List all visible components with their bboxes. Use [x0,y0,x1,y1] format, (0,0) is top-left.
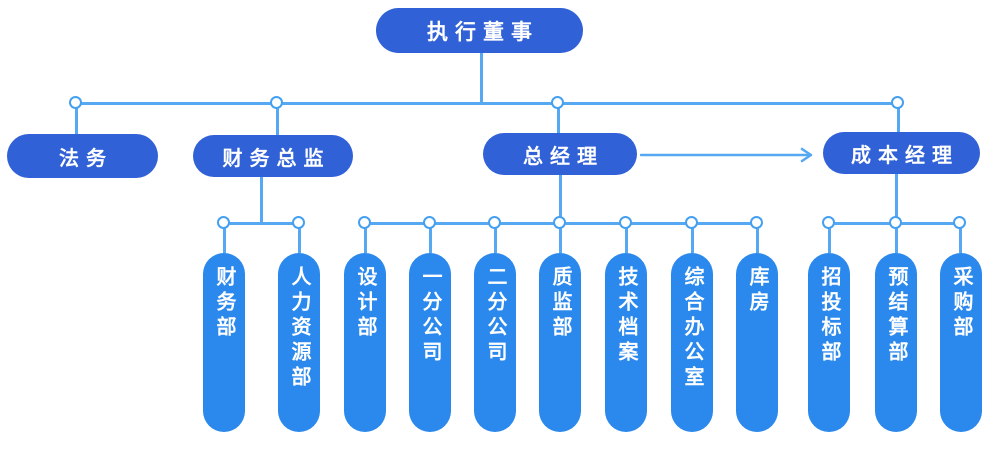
node-label: 库房 [746,266,768,316]
connector-drop-finance-director [276,103,279,135]
junction-dot [423,216,436,229]
connector-drop-dept [559,223,562,253]
node-label: 一分公司 [419,266,441,366]
node-dept-warehouse[interactable]: 库房 [736,253,778,432]
node-label: 招投标部 [818,266,840,366]
connector-cost-manager-down [895,174,898,223]
junction-dot [822,216,835,229]
node-label: 财务部 [213,266,235,341]
node-dept-hr[interactable]: 人力资源部 [278,253,320,432]
node-dept-quality[interactable]: 质监部 [539,253,581,432]
junction-dot [891,96,904,109]
connector-drop-dept [298,223,301,253]
junction-dot [619,216,632,229]
node-general-manager[interactable]: 总经理 [483,133,637,175]
node-dept-branch-1[interactable]: 一分公司 [409,253,451,432]
junction-dot [270,96,283,109]
node-cost-manager[interactable]: 成本经理 [823,132,980,174]
node-legal[interactable]: 法务 [7,134,158,178]
connector-drop-dept [429,223,432,253]
node-label: 人力资源部 [288,266,310,391]
connector-root-drop [480,52,483,103]
junction-dot [553,216,566,229]
node-label: 设计部 [354,266,376,341]
connector-drop-dept [895,223,898,253]
connector-finance-rail [224,222,299,225]
node-label: 成本经理 [851,144,959,167]
connector-drop-general-manager [557,103,560,133]
connector-drop-dept [494,223,497,253]
node-label: 总经理 [523,145,604,168]
junction-dot [685,216,698,229]
node-dept-general-office[interactable]: 综合办公室 [671,253,713,432]
junction-dot [488,216,501,229]
connector-drop-dept [364,223,367,253]
node-label: 法务 [59,147,113,170]
node-label: 采购部 [950,266,972,341]
junction-dot [358,216,371,229]
node-dept-procurement[interactable]: 采购部 [940,253,982,432]
node-label: 财务总监 [222,147,331,170]
node-dept-budget[interactable]: 预结算部 [875,253,917,432]
connector-drop-legal [75,103,78,134]
connector-finance-director-down [260,177,263,223]
node-label: 综合办公室 [681,266,703,391]
connector-drop-dept [691,223,694,253]
connector-general-manager-down [559,175,562,223]
junction-dot [292,216,305,229]
connector-drop-dept [223,223,226,253]
connector-drop-cost-manager [897,103,900,132]
node-dept-bidding[interactable]: 招投标部 [808,253,850,432]
node-label: 技术档案 [615,266,637,366]
junction-dot [69,96,82,109]
connector-drop-dept [828,223,831,253]
node-dept-finance[interactable]: 财务部 [203,253,245,432]
node-finance-director[interactable]: 财务总监 [193,135,353,177]
node-label: 执行董事 [427,20,539,44]
node-dept-tech-archives[interactable]: 技术档案 [605,253,647,432]
junction-dot [750,216,763,229]
connector-drop-dept [625,223,628,253]
node-dept-design[interactable]: 设计部 [344,253,386,432]
node-label: 预结算部 [885,266,907,366]
node-executive-director[interactable]: 执行董事 [376,8,583,53]
junction-dot [551,96,564,109]
connector-drop-dept [756,223,759,253]
junction-dot [889,216,902,229]
connector-drop-dept [959,223,962,253]
connector-main-rail [76,102,898,105]
junction-dot [953,216,966,229]
cross-link-arrow [640,147,813,163]
node-label: 质监部 [549,266,571,341]
junction-dot [217,216,230,229]
node-label: 二分公司 [484,266,506,366]
node-dept-branch-2[interactable]: 二分公司 [474,253,516,432]
